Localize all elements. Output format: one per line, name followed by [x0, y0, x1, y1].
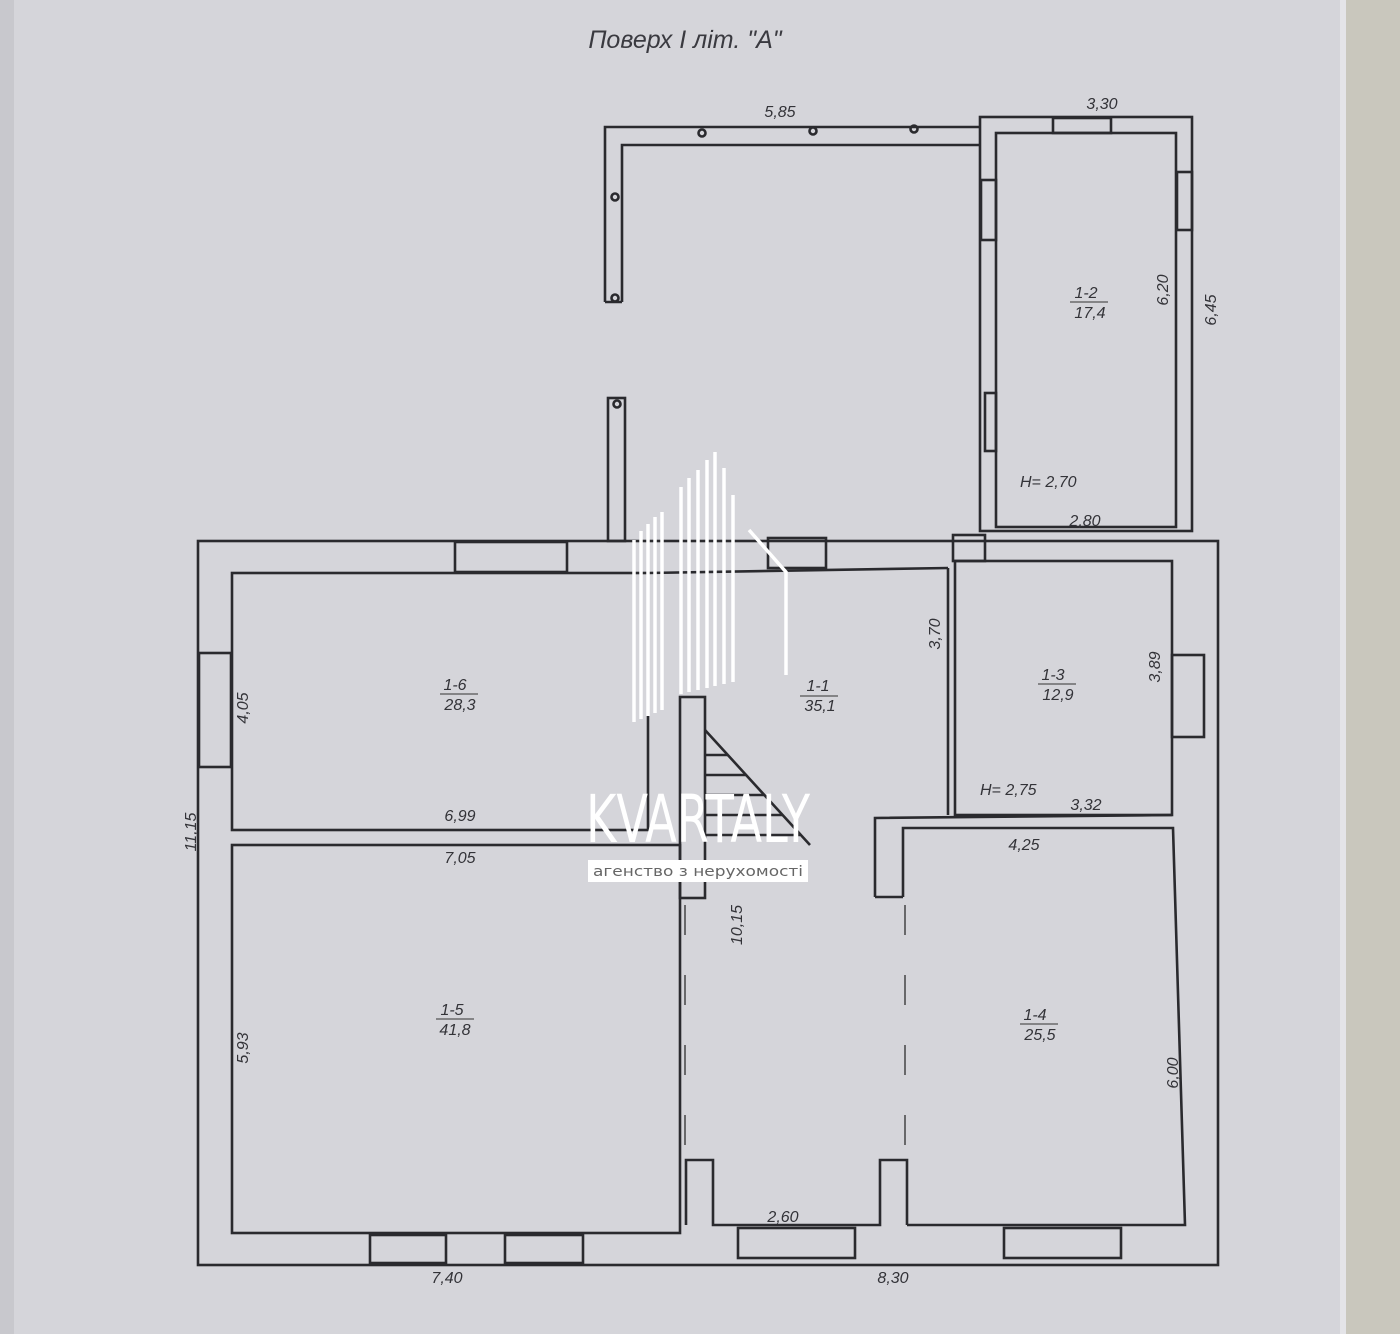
- svg-text:12,9: 12,9: [1042, 687, 1073, 704]
- svg-text:4,05: 4,05: [235, 692, 252, 723]
- svg-text:25,5: 25,5: [1023, 1027, 1055, 1044]
- svg-text:6,45: 6,45: [1203, 294, 1220, 325]
- svg-text:3,32: 3,32: [1070, 797, 1101, 814]
- room-1-6-label: 1-6 28,3: [440, 677, 478, 714]
- svg-text:1-5: 1-5: [440, 1002, 463, 1019]
- svg-text:4,25: 4,25: [1008, 837, 1039, 854]
- room-1-3-label: 1-3 12,9: [1038, 667, 1076, 704]
- svg-text:5,85: 5,85: [764, 104, 795, 121]
- svg-text:1-3: 1-3: [1041, 667, 1064, 684]
- kvartaly-watermark-logo: KVARTALY агенство з нерухомості: [586, 452, 810, 882]
- svg-text:28,3: 28,3: [443, 697, 475, 714]
- svg-text:6,00: 6,00: [1165, 1057, 1182, 1088]
- plan-title: Поверх I літ. "А": [588, 26, 782, 54]
- room-1-1-label: 1-1 35,1: [800, 678, 838, 715]
- svg-text:1-4: 1-4: [1023, 1007, 1046, 1024]
- watermark-brand: KVARTALY: [586, 781, 810, 858]
- svg-text:1-2: 1-2: [1074, 285, 1097, 302]
- svg-text:11,15: 11,15: [183, 812, 200, 851]
- svg-text:3,70: 3,70: [927, 618, 944, 649]
- paper-edge: [0, 0, 14, 1334]
- stairs: [705, 753, 800, 837]
- height-room-1-2: H= 2,70: [1020, 474, 1077, 491]
- room-1-2-label: 1-2 17,4: [1070, 285, 1108, 322]
- height-room-1-3: H= 2,75: [980, 782, 1037, 799]
- svg-text:1-6: 1-6: [443, 677, 466, 694]
- svg-text:8,30: 8,30: [877, 1270, 908, 1287]
- svg-text:1-1: 1-1: [806, 678, 829, 695]
- walls: [196, 115, 1220, 1267]
- svg-text:3,89: 3,89: [1147, 651, 1164, 682]
- svg-text:6,20: 6,20: [1155, 274, 1172, 305]
- svg-text:2,60: 2,60: [766, 1209, 798, 1226]
- svg-text:17,4: 17,4: [1074, 305, 1105, 322]
- background-fabric: [1345, 0, 1400, 1334]
- svg-text:35,1: 35,1: [804, 698, 835, 715]
- svg-text:7,05: 7,05: [444, 850, 475, 867]
- svg-text:41,8: 41,8: [439, 1022, 470, 1039]
- svg-text:3,30: 3,30: [1086, 96, 1117, 113]
- svg-text:10,15: 10,15: [729, 905, 746, 945]
- room-1-4-label: 1-4 25,5: [1020, 1007, 1058, 1044]
- svg-text:7,40: 7,40: [431, 1270, 462, 1287]
- room-1-5-label: 1-5 41,8: [436, 1002, 474, 1039]
- paper-right-edge: [1340, 0, 1346, 1334]
- svg-text:2,80: 2,80: [1068, 513, 1100, 530]
- svg-text:6,99: 6,99: [444, 808, 475, 825]
- dimensions: 5,85 3,30 2,80 3,32 4,25 6,99 7,05 2,60 …: [183, 96, 1220, 1287]
- watermark-tagline: агенство з нерухомості: [593, 864, 803, 880]
- svg-text:5,93: 5,93: [235, 1032, 252, 1063]
